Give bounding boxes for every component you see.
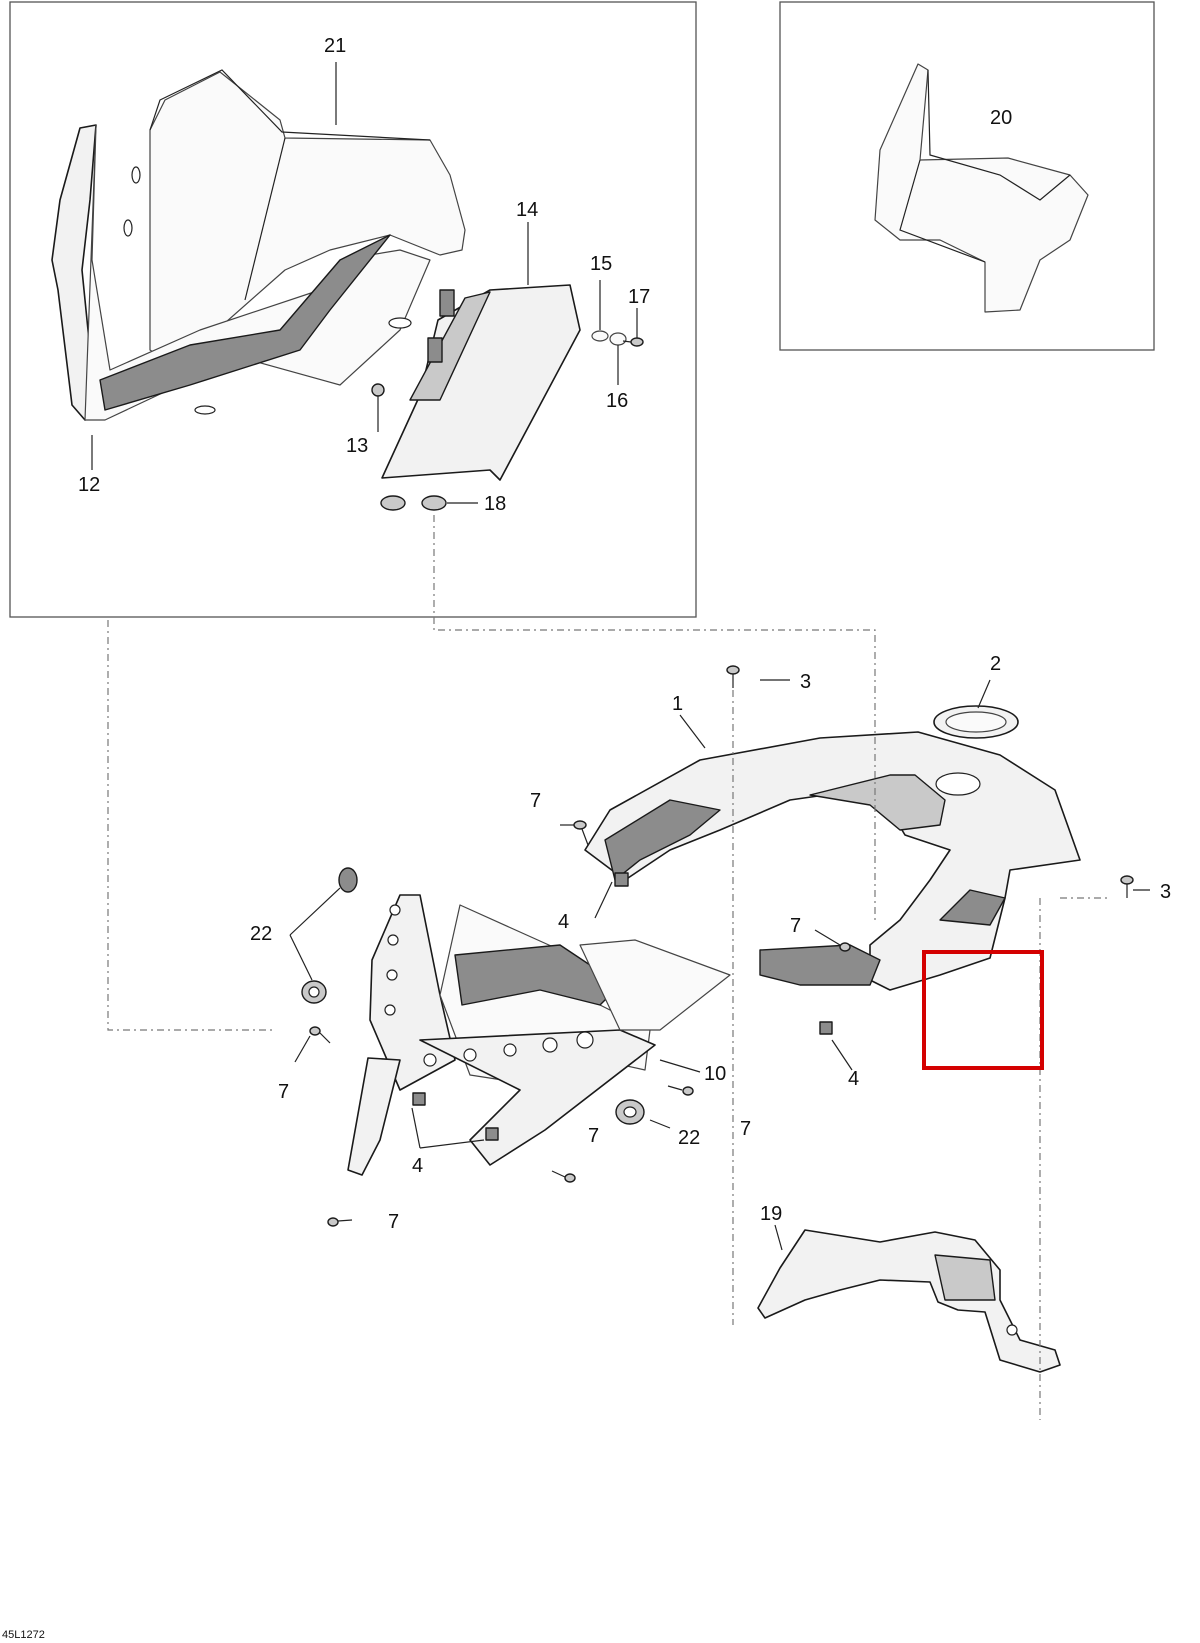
highlight-box	[922, 950, 1044, 1070]
callout-7-e: 7	[588, 1125, 599, 1147]
callout-10: 10	[704, 1063, 726, 1085]
part-16-washer[interactable]	[609, 332, 627, 346]
callout-4-a: 4	[558, 911, 569, 933]
part-19-bracket[interactable]	[757, 1229, 1061, 1373]
callout-14: 14	[516, 199, 538, 221]
callout-16: 16	[606, 390, 628, 412]
part-7-screw-b[interactable]	[309, 1026, 331, 1044]
part-3-screw-right[interactable]	[1120, 875, 1134, 898]
part-7-screw-d[interactable]	[667, 1085, 694, 1096]
callout-22-top: 22	[250, 923, 272, 945]
part-7-screw-e[interactable]	[551, 1170, 576, 1183]
assembly-line-windshield	[107, 620, 272, 1031]
callout-4-c: 4	[412, 1155, 423, 1177]
part-12-side-trim[interactable]	[51, 124, 431, 421]
callout-7-c: 7	[278, 1081, 289, 1103]
part-7-screw-a[interactable]	[573, 820, 589, 846]
callout-19: 19	[760, 1203, 782, 1225]
callout-3-right: 3	[1160, 881, 1171, 903]
part-4-clip-b[interactable]	[412, 1092, 499, 1141]
part-1-console[interactable]	[584, 731, 1081, 991]
callout-20: 20	[990, 107, 1012, 129]
callout-7-d: 7	[740, 1118, 751, 1140]
callout-22-bottom: 22	[678, 1127, 700, 1149]
part-14-deflector[interactable]	[381, 284, 581, 481]
part-22-grommet-left[interactable]	[301, 980, 327, 1004]
callout-2: 2	[990, 653, 1001, 675]
callout-18: 18	[484, 493, 506, 515]
part-7-screw-f[interactable]	[327, 1217, 353, 1227]
part-4-clip-c[interactable]	[819, 1021, 833, 1035]
part-22-grommet-top[interactable]	[338, 867, 358, 893]
part-2-gauge-ring[interactable]	[933, 705, 1019, 739]
callout-7-a: 7	[530, 790, 541, 812]
callout-7-f: 7	[388, 1211, 399, 1233]
callout-3-top: 3	[800, 671, 811, 693]
part-13-nut[interactable]	[371, 383, 385, 397]
part-10-side-panel[interactable]	[347, 894, 731, 1176]
part-20-reflector[interactable]	[874, 63, 1089, 313]
part-3-screw-top[interactable]	[726, 665, 740, 688]
callout-7-b: 7	[790, 915, 801, 937]
part-15-washer[interactable]	[591, 330, 609, 342]
reflector-inset-frame	[779, 1, 1155, 351]
callout-17: 17	[628, 286, 650, 308]
part-7-screw-c[interactable]	[839, 942, 851, 952]
callout-13: 13	[346, 435, 368, 457]
part-22-grommet-right[interactable]	[615, 1099, 645, 1125]
part-4-clip-a[interactable]	[614, 872, 629, 887]
windshield-inset-frame	[9, 1, 697, 618]
callout-1: 1	[672, 693, 683, 715]
assembly-line-grommet	[433, 515, 876, 920]
callout-15: 15	[590, 253, 612, 275]
part-18-grommets[interactable]	[380, 495, 447, 511]
callout-12: 12	[78, 474, 100, 496]
part-21-windshield[interactable]	[149, 69, 466, 361]
callout-21: 21	[324, 35, 346, 57]
drawing-code: 45L1272	[2, 1629, 45, 1641]
callout-4-b: 4	[848, 1068, 859, 1090]
